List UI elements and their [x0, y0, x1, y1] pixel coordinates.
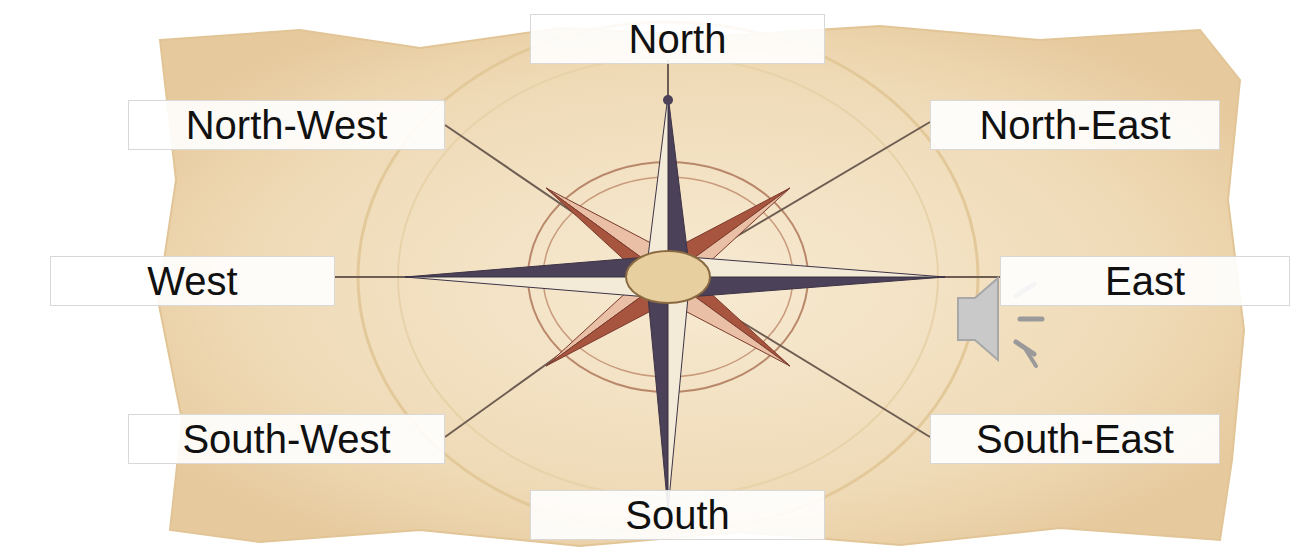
direction-label: West — [147, 259, 237, 303]
direction-label: North-East — [979, 103, 1170, 147]
north-knob — [663, 95, 673, 105]
direction-label: East — [1105, 259, 1185, 303]
direction-box: North-East — [930, 100, 1220, 150]
direction-box: South-West — [128, 414, 445, 464]
direction-box: North — [530, 14, 825, 64]
outer-ring — [358, 22, 978, 532]
direction-label: South — [625, 493, 730, 537]
direction-label: North-West — [186, 103, 388, 147]
direction-box: South-East — [930, 414, 1220, 464]
direction-box: West — [50, 256, 335, 306]
direction-label: North — [629, 17, 727, 61]
compass-hub — [626, 251, 710, 303]
direction-label: South-West — [182, 417, 390, 461]
direction-box: East — [1000, 256, 1290, 306]
cardinal-points — [405, 95, 945, 510]
direction-box: North-West — [128, 100, 445, 150]
direction-label: South-East — [976, 417, 1174, 461]
direction-box: South — [530, 490, 825, 540]
